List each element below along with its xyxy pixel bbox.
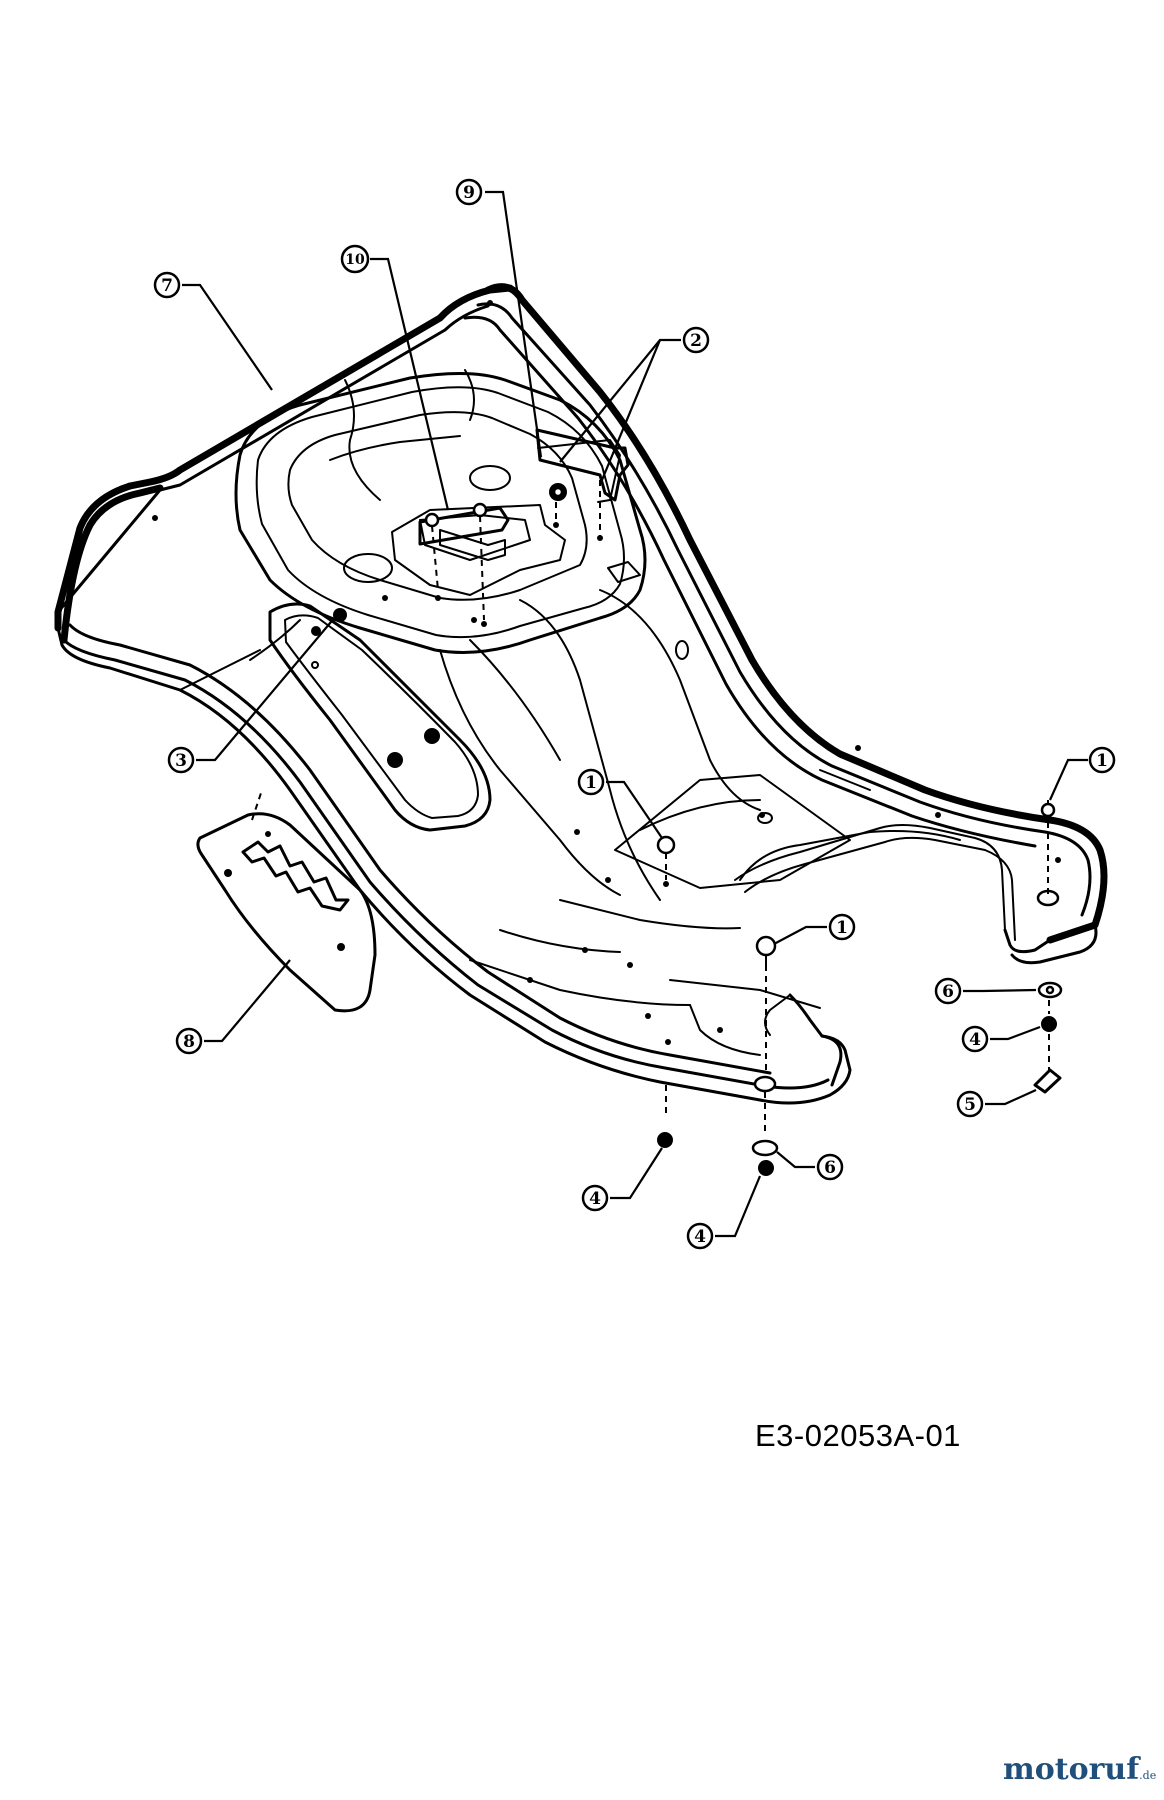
callout-8: 8 bbox=[175, 1027, 203, 1055]
callout-2-label: 2 bbox=[690, 331, 702, 351]
hardware-stack-right bbox=[1033, 800, 1063, 1094]
callout-4-bottom: 4 bbox=[686, 1222, 714, 1250]
watermark-logo: motoruf.de bbox=[1003, 1752, 1156, 1787]
callout-1-front: 1 bbox=[828, 913, 856, 941]
fastener-1-center bbox=[656, 835, 676, 887]
fastener-3-group bbox=[311, 608, 440, 768]
callout-5: 5 bbox=[956, 1090, 984, 1118]
callout-1-center: 1 bbox=[577, 768, 605, 796]
callout-4-left-label: 4 bbox=[589, 1189, 601, 1209]
leader-lines bbox=[182, 190, 1088, 1238]
callout-1-right-label: 1 bbox=[1096, 751, 1108, 771]
body-shell bbox=[54, 283, 1108, 1105]
bracket-10 bbox=[418, 502, 510, 627]
bracket-9 bbox=[535, 428, 630, 541]
callout-3-label: 3 bbox=[175, 751, 187, 771]
callout-7-label: 7 bbox=[161, 276, 173, 296]
callout-6-bottom: 6 bbox=[816, 1153, 844, 1181]
callout-4-left: 4 bbox=[581, 1184, 609, 1212]
callout-2: 2 bbox=[682, 326, 710, 354]
callout-1-right: 1 bbox=[1088, 746, 1116, 774]
callout-6-right-label: 6 bbox=[942, 982, 954, 1002]
callout-5-label: 5 bbox=[964, 1095, 976, 1115]
callout-7: 7 bbox=[153, 271, 181, 299]
callout-4-bottom-label: 4 bbox=[694, 1227, 706, 1247]
callout-10-label: 10 bbox=[345, 252, 365, 268]
callout-1-center-label: 1 bbox=[585, 773, 597, 793]
callout-9: 9 bbox=[455, 178, 483, 206]
decal-plate-8 bbox=[196, 789, 377, 1013]
hardware-stack-front bbox=[657, 935, 779, 1176]
drawing-code: E3-02053A-01 bbox=[755, 1418, 961, 1453]
watermark-tld: .de bbox=[1139, 1769, 1157, 1782]
watermark-brand: motoruf bbox=[1003, 1752, 1140, 1787]
callout-4-right: 4 bbox=[961, 1025, 989, 1053]
callout-9-label: 9 bbox=[463, 183, 475, 203]
callout-10: 10 bbox=[340, 244, 370, 274]
callout-6-bottom-label: 6 bbox=[824, 1158, 836, 1178]
callout-3: 3 bbox=[167, 746, 195, 774]
callout-6-right: 6 bbox=[934, 977, 962, 1005]
callout-8-label: 8 bbox=[183, 1032, 195, 1052]
callout-4-right-label: 4 bbox=[969, 1030, 981, 1050]
callout-1-front-label: 1 bbox=[836, 918, 848, 938]
